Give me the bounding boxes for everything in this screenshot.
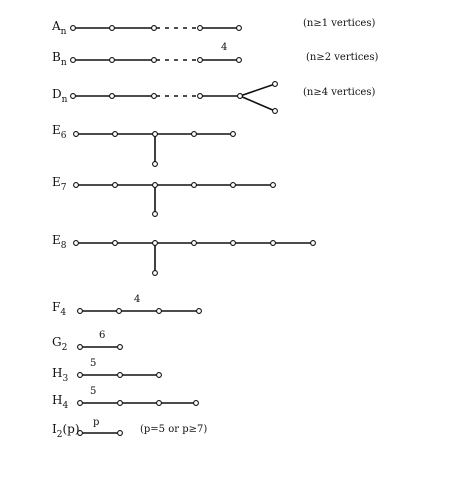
label-H4: H4 — [52, 393, 68, 411]
vertex — [272, 81, 278, 87]
vertex — [191, 240, 197, 246]
vertex — [152, 161, 158, 167]
vertex — [156, 308, 162, 314]
edge-weight: 4 — [221, 42, 227, 53]
vertex — [117, 344, 123, 350]
diagram-I2p: I2(p) p (p=5 or p≥7) — [52, 417, 207, 440]
vertex — [236, 57, 242, 63]
vertex — [112, 182, 118, 188]
vertex — [151, 93, 157, 99]
vertex — [73, 131, 79, 137]
diagram-H3: H3 5 — [52, 358, 162, 384]
label-G2: G2 — [52, 335, 67, 353]
label-Dn: Dn — [52, 87, 68, 105]
vertex — [117, 430, 123, 436]
vertex — [70, 57, 76, 63]
vertex — [109, 57, 115, 63]
edge — [239, 83, 276, 97]
vertex — [77, 308, 83, 314]
vertex — [77, 372, 83, 378]
vertex — [197, 93, 203, 99]
vertex — [237, 93, 243, 99]
vertex — [73, 240, 79, 246]
vertex — [73, 182, 79, 188]
diagram-E6: E6 — [52, 123, 236, 167]
vertex — [152, 270, 158, 276]
vertex — [116, 308, 122, 314]
vertex — [193, 400, 199, 406]
vertex — [152, 211, 158, 217]
label-Bn: Bn — [52, 50, 67, 68]
vertex — [236, 25, 242, 31]
vertex — [70, 25, 76, 31]
vertex — [152, 182, 158, 188]
vertex — [196, 308, 202, 314]
diagram-E8: E8 — [52, 233, 316, 276]
edge-weight: 4 — [134, 294, 140, 305]
vertex — [112, 131, 118, 137]
vertex — [272, 108, 278, 114]
edge — [239, 95, 276, 112]
vertex — [117, 400, 123, 406]
vertex — [77, 430, 83, 436]
diagram-F4: F4 4 — [52, 294, 202, 318]
note-An: (n≥1 vertices) — [303, 18, 375, 29]
vertex — [117, 372, 123, 378]
vertex — [197, 57, 203, 63]
vertex — [70, 93, 76, 99]
vertex — [77, 400, 83, 406]
vertex — [197, 25, 203, 31]
vertex — [156, 400, 162, 406]
diagram-E7: E7 — [52, 175, 276, 217]
diagram-Dn: Dn (n≥4 vertices) — [52, 81, 375, 114]
vertex — [109, 25, 115, 31]
label-E7: E7 — [52, 175, 67, 193]
diagram-H4: H4 5 — [52, 386, 199, 411]
vertex — [270, 182, 276, 188]
vertex — [230, 182, 236, 188]
vertex — [310, 240, 316, 246]
diagram-Bn: Bn 4 (n≥2 vertices) — [52, 42, 378, 68]
vertex — [109, 93, 115, 99]
vertex — [112, 240, 118, 246]
vertex — [77, 344, 83, 350]
label-An: An — [51, 19, 67, 37]
label-E8: E8 — [52, 233, 67, 251]
vertex — [191, 182, 197, 188]
diagram-G2: G2 6 — [52, 330, 123, 353]
note-I2p: (p=5 or p≥7) — [140, 424, 207, 435]
vertex — [230, 131, 236, 137]
vertex — [151, 57, 157, 63]
vertex — [191, 131, 197, 137]
edge-weight: p — [93, 417, 99, 428]
label-F4: F4 — [52, 300, 66, 318]
note-Bn: (n≥2 vertices) — [306, 52, 378, 63]
label-I2p: I2(p) — [52, 422, 80, 440]
label-E6: E6 — [52, 123, 67, 141]
vertex — [152, 131, 158, 137]
vertex — [156, 372, 162, 378]
note-Dn: (n≥4 vertices) — [303, 87, 375, 98]
edge-weight: 6 — [99, 330, 105, 341]
vertex — [151, 25, 157, 31]
label-H3: H3 — [52, 366, 68, 384]
edge-weight: 5 — [90, 358, 96, 369]
vertex — [270, 240, 276, 246]
edge-weight: 5 — [90, 386, 96, 397]
vertex — [230, 240, 236, 246]
diagram-An: An (n≥1 vertices) — [51, 18, 375, 37]
vertex — [152, 240, 158, 246]
